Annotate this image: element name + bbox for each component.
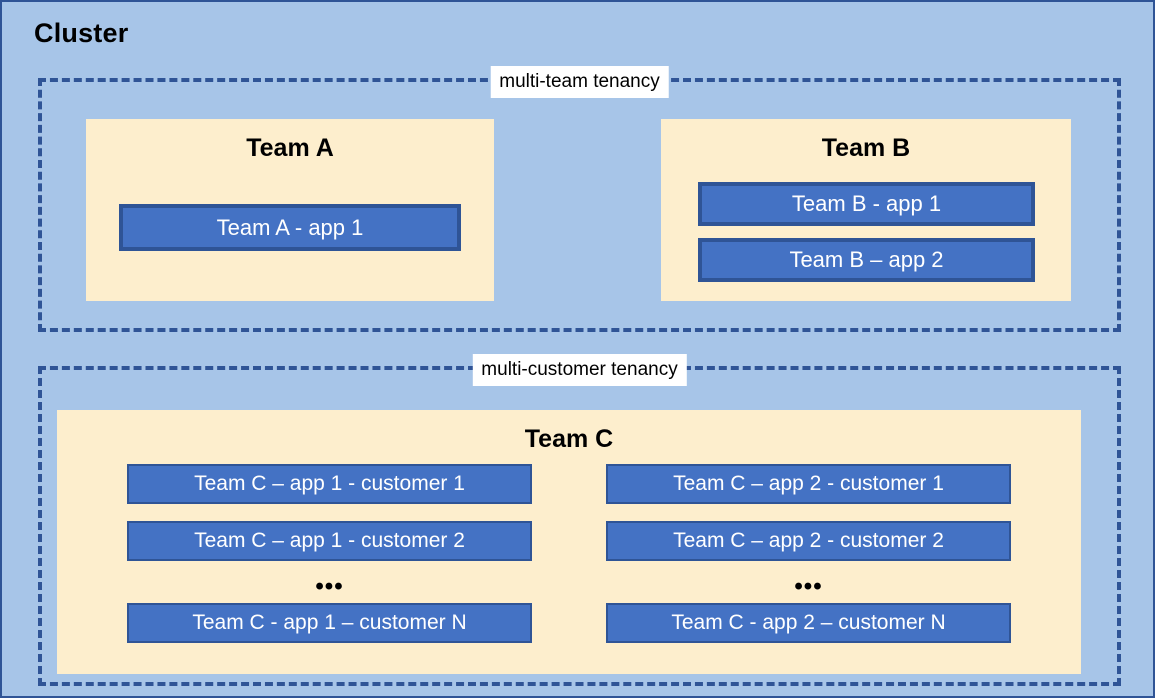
- ellipsis-team-c-app-2: •••: [794, 573, 823, 600]
- app-list-team-a: Team A - app 1: [119, 204, 461, 251]
- ellipsis-team-c-app-1: •••: [315, 573, 344, 600]
- tenancy-group-multi-team: multi-team tenancy: [38, 66, 1121, 332]
- app-box-team-b-app-1[interactable]: Team B - app 1: [698, 182, 1035, 226]
- app-box-team-c-app-2-customer-1[interactable]: Team C – app 2 - customer 1: [606, 464, 1011, 504]
- team-title-team-a: Team A: [246, 134, 334, 162]
- team-title-team-b: Team B: [821, 134, 911, 162]
- app-box-team-a-app-1[interactable]: Team A - app 1: [119, 204, 461, 251]
- team-panel-team-b: Team B Team B - app 1 Team B – app 2: [661, 119, 1071, 301]
- page-title: Cluster: [34, 18, 129, 48]
- team-panel-team-c: Team C Team C – app 1 - customer 1 Team …: [57, 410, 1081, 674]
- tenancy-group-multi-customer: multi-customer tenancy: [38, 354, 1121, 686]
- app-box-team-c-app-1-customer-1[interactable]: Team C – app 1 - customer 1: [127, 464, 532, 504]
- app-column-team-c-app-1: Team C – app 1 - customer 1 Team C – app…: [127, 464, 532, 643]
- tenancy-group-label-multi-team: multi-team tenancy: [490, 66, 669, 98]
- team-panel-team-a: Team A Team A - app 1: [86, 119, 494, 301]
- app-column-team-c-app-2: Team C – app 2 - customer 1 Team C – app…: [606, 464, 1011, 643]
- app-grid-team-c: Team C – app 1 - customer 1 Team C – app…: [57, 464, 1081, 643]
- app-list-team-b: Team B - app 1 Team B – app 2: [698, 182, 1035, 282]
- app-box-team-c-app-1-customer-2[interactable]: Team C – app 1 - customer 2: [127, 521, 532, 561]
- tenancy-group-label-multi-customer: multi-customer tenancy: [472, 354, 687, 386]
- app-box-team-c-app-2-customer-n[interactable]: Team C - app 2 – customer N: [606, 603, 1011, 643]
- team-title-team-c: Team C: [524, 425, 614, 453]
- app-box-team-c-app-1-customer-n[interactable]: Team C - app 1 – customer N: [127, 603, 532, 643]
- app-box-team-b-app-2[interactable]: Team B – app 2: [698, 238, 1035, 282]
- app-box-team-c-app-2-customer-2[interactable]: Team C – app 2 - customer 2: [606, 521, 1011, 561]
